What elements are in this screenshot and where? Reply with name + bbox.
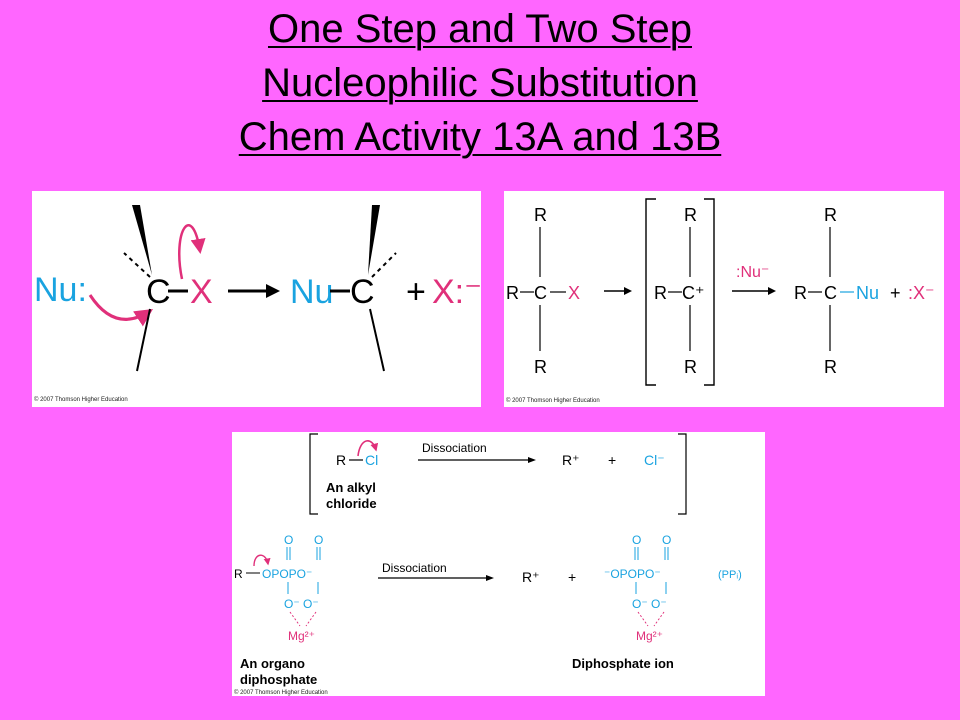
plus-bottom: + [568,569,576,585]
product-carbon-label: C [350,273,375,311]
product-r-left: R [794,283,807,303]
plus-sign: + [406,273,426,311]
nucleophile-label: Nu: [34,271,87,309]
oxo-2: O [314,533,323,547]
top-left-bracket [309,433,318,515]
nucleophile-attack-arrow [88,294,154,327]
leaving-group-label: X [190,273,213,311]
one-step-diagram: Nu: C X Nu C + X:⁻ © 2007 Thomson Higher… [34,205,481,403]
product-r-top: R [824,205,837,225]
magnesium-ion-right: Mg²⁺ [636,629,663,643]
dissociation-image: R Cl Dissociation R⁺ + Cl⁻ An alkyl chlo… [232,432,765,696]
cl-leaving-arrow [357,440,379,457]
plus-sign: + [890,283,901,303]
dash-bond [123,252,151,278]
oxide-pair-right: O⁻ O⁻ [632,597,667,611]
organo-caption-1: An organo [240,656,305,671]
dissociation-label-bottom: Dissociation [382,561,447,575]
copyright-credit: © 2007 Thomson Higher Education [234,689,328,696]
left-bracket [645,198,656,386]
title-line-2: Nucleophilic Substitution [262,61,698,105]
carbocation-label: C⁺ [682,283,705,303]
one-step-mechanism-image: Nu: C X Nu C + X:⁻ © 2007 Thomson Higher… [32,191,481,407]
diphosphate-chain: OPOPO⁻ [262,567,312,581]
ion-oxo-1: O [632,533,641,547]
diphosphate-ion-caption: Diphosphate ion [572,656,674,671]
diphosphate-leaving-arrow [253,554,271,567]
plain-bond [136,308,151,372]
title-line-1: One Step and Two Step [267,7,692,51]
organo-r: R [234,567,243,581]
dissociation-arrow-bottom [486,575,494,581]
product-wedge-bond [368,205,380,275]
leaving-group-arrow [178,224,206,280]
leaving-ion: :X⁻ [908,283,935,303]
slide-title: One Step and Two Step Nucleophilic Subst… [0,2,960,164]
ppi-label: (PPᵢ) [718,569,742,581]
r-top: R [534,205,547,225]
magnesium-ion-left: Mg²⁺ [288,629,315,643]
two-step-mechanism-image: R R C X R R R C⁺ R :Nu⁻ [504,191,944,407]
leaving-ion-label: X:⁻ [432,273,481,311]
title-line-3: Chem Activity 13A and 13B [238,115,722,159]
top-right-bracket [678,433,687,515]
cation-r-bottom: R [684,357,697,377]
carbocation-bottom: R⁺ [522,569,540,585]
dissociation-arrow-top [528,457,536,463]
copyright-credit: © 2007 Thomson Higher Education [506,397,600,404]
product-dash-bond [371,252,397,278]
right-bracket [704,198,715,386]
alkyl-chloride-caption-1: An alkyl [326,480,376,495]
nu-product-label: Nu [290,273,333,311]
arrow-step-2 [768,287,776,295]
dissociation-diagram: R Cl Dissociation R⁺ + Cl⁻ An alkyl chlo… [234,433,742,696]
diphosphate-ion-chain: ⁻OPOPO⁻ [604,567,661,581]
oxide-pair-left: O⁻ O⁻ [284,597,319,611]
plus-top: + [608,452,616,468]
product-plain-bond [369,308,385,372]
reaction-arrowhead [266,284,280,298]
wedge-bond [132,205,152,275]
carbon-center: C [534,283,547,303]
product-nu: Nu [856,283,879,303]
alkyl-chloride-caption-2: chloride [326,496,377,511]
cation-r-left: R [654,283,667,303]
carbocation-top: R⁺ [562,452,580,468]
arrow-step-1 [624,287,632,295]
product-carbon: C [824,283,837,303]
nucleophile-reagent: :Nu⁻ [736,264,769,281]
dissociation-label-top: Dissociation [422,441,487,455]
cation-r-top: R [684,205,697,225]
ion-oxo-2: O [662,533,671,547]
chloride-ion: Cl⁻ [644,452,665,468]
organo-caption-2: diphosphate [240,672,317,687]
carbon-label: C [146,273,171,311]
leaving-group-x: X [568,283,580,303]
oxo-1: O [284,533,293,547]
two-step-diagram: R R C X R R R C⁺ R :Nu⁻ [506,198,935,404]
product-r-bottom: R [824,357,837,377]
chlorine-label: Cl [365,452,378,468]
r-bottom: R [534,357,547,377]
copyright-credit: © 2007 Thomson Higher Education [34,396,128,403]
r-left: R [506,283,519,303]
alkyl-r: R [336,452,346,468]
